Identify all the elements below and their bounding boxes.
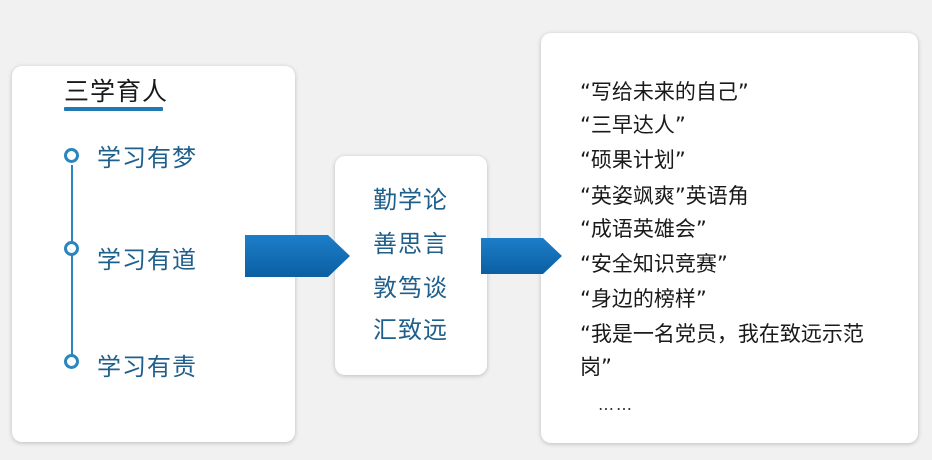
middle-panel <box>335 156 487 375</box>
activity-item-8-cont: 岗” <box>580 355 612 379</box>
timeline-dot <box>64 354 79 369</box>
timeline-item-1: 学习有梦 <box>97 144 197 172</box>
arrow-right-icon <box>245 235 350 277</box>
activity-item-3: “硕果计划” <box>580 148 686 172</box>
timeline-line <box>71 165 73 363</box>
activity-item-1: “写给未来的自己” <box>580 80 749 104</box>
timeline-dot <box>64 148 79 163</box>
ellipsis: …… <box>598 395 634 414</box>
middle-item-3: 敦笃谈 <box>373 274 448 302</box>
panel-title: 三学育人 <box>64 77 169 106</box>
timeline-item-2: 学习有道 <box>97 246 197 274</box>
activity-item-5: “成语英雄会” <box>580 217 707 241</box>
middle-item-1: 勤学论 <box>373 186 448 214</box>
arrow-right-icon <box>481 238 562 274</box>
activity-item-6: “安全知识竞赛” <box>580 252 728 276</box>
activity-item-2: “三早达人” <box>580 113 686 137</box>
timeline-item-3: 学习有责 <box>97 353 197 381</box>
right-panel <box>541 33 918 443</box>
activity-item-7: “身边的榜样” <box>580 287 707 311</box>
timeline-dot <box>64 241 79 256</box>
middle-item-4: 汇致远 <box>373 316 448 344</box>
title-underline <box>64 107 163 111</box>
activity-item-8: “我是一名党员，我在致远示范 <box>580 322 864 346</box>
activity-item-4: “英姿飒爽”英语角 <box>580 184 749 208</box>
middle-item-2: 善思言 <box>373 230 448 258</box>
